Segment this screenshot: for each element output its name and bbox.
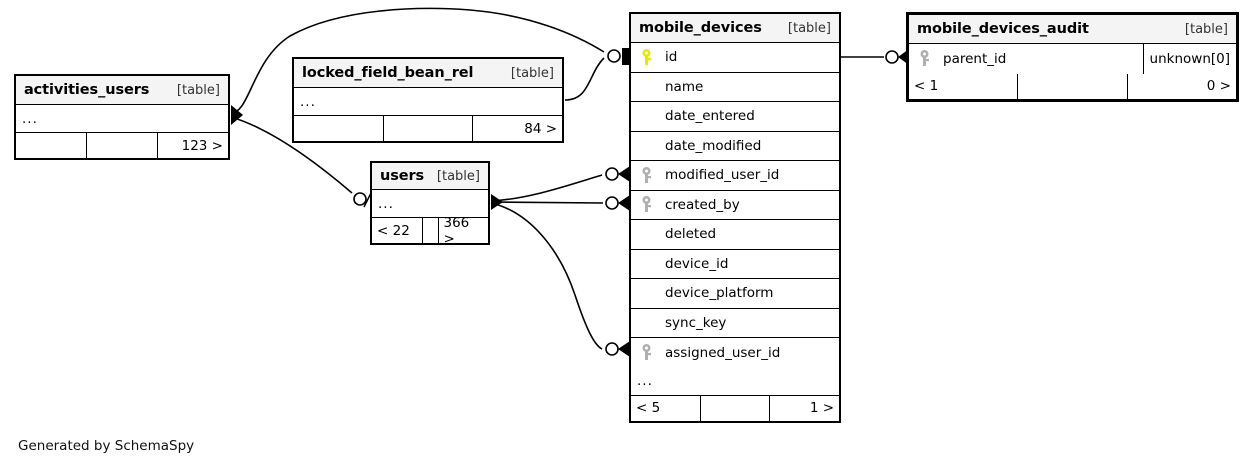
endpoint-circle-created-by — [605, 196, 619, 210]
table-footer-locked-field-bean-rel: 84 > — [294, 116, 562, 141]
column-name: date_modified — [665, 137, 762, 154]
column-row[interactable]: assigned_user_id — [631, 338, 839, 368]
footer-right: 366 > — [443, 214, 470, 247]
foreign-key-icon — [631, 344, 661, 361]
foreign-key-icon — [631, 166, 661, 184]
table-name: activities_users — [24, 82, 150, 98]
column-name: sync_key — [665, 314, 727, 331]
table-ellipsis-row: ... — [16, 105, 228, 133]
column-name: modified_user_id — [665, 167, 780, 184]
column-name: name — [665, 78, 704, 95]
endpoint-circle-audit-parent-id — [885, 50, 899, 64]
column-row[interactable]: device_id — [631, 250, 839, 279]
column-row[interactable]: parent_id unknown[0] — [909, 44, 1236, 74]
table-name: mobile_devices — [639, 20, 762, 36]
foreign-key-icon — [631, 196, 661, 213]
footer-left: < 5 — [631, 395, 701, 421]
table-ellipsis-row: ... — [294, 88, 562, 116]
column-name: date_entered — [665, 108, 755, 125]
column-row[interactable]: sync_key — [631, 309, 839, 338]
table-header-activities-users: activities_users [table] — [16, 76, 228, 105]
column-name: created_by — [665, 196, 740, 213]
endpoint-circle-users-left — [353, 192, 367, 206]
crowfoot-users-right — [491, 194, 503, 210]
table-header-users: users [table] — [372, 163, 488, 190]
footer-left: < 22 — [372, 218, 423, 243]
table-name: users — [380, 168, 425, 184]
footer-middle — [423, 218, 439, 243]
column-row[interactable]: name — [631, 73, 839, 102]
footer-middle — [1018, 73, 1128, 99]
table-header-locked-field-bean-rel: locked_field_bean_rel [table] — [294, 59, 562, 88]
footer-right: 0 > — [1206, 78, 1231, 94]
table-ellipsis-row: ... — [631, 368, 839, 396]
table-users[interactable]: users [table] ... < 22 366 > — [370, 161, 490, 247]
footer-right: 1 > — [809, 400, 835, 416]
footer-middle — [384, 116, 474, 141]
edge-users-to-created-by — [490, 201, 604, 204]
footer-middle — [701, 395, 771, 421]
table-footer-mobile-devices-audit: < 1 0 > — [909, 73, 1236, 99]
column-name: device_platform — [665, 285, 774, 302]
footer-left — [294, 116, 384, 141]
column-name: device_id — [665, 255, 729, 272]
column-name: assigned_user_id — [665, 344, 781, 361]
column-row[interactable]: date_modified — [631, 132, 839, 161]
table-kind-label: [table] — [510, 65, 554, 81]
endpoint-bar-id — [622, 48, 629, 65]
table-kind-label: [table] — [436, 168, 480, 184]
column-row[interactable]: modified_user_id — [631, 161, 839, 191]
column-type: unknown[0] — [1142, 44, 1236, 74]
table-header-mobile-devices-audit: mobile_devices_audit [table] — [909, 15, 1236, 44]
footer-middle — [87, 133, 158, 158]
edge-users-to-modified-user-id — [490, 174, 603, 202]
endpoint-circle-id — [607, 49, 621, 63]
table-mobile-devices[interactable]: mobile_devices [table] id name date_entere… — [629, 12, 841, 423]
column-row[interactable]: deleted — [631, 220, 839, 250]
edge-users-to-assigned-user-id — [490, 202, 603, 350]
endpoint-circle-assigned-user-id — [605, 342, 619, 356]
column-name: deleted — [665, 226, 717, 243]
table-footer-activities-users: 123 > — [16, 133, 228, 158]
table-name: locked_field_bean_rel — [302, 65, 474, 81]
table-kind-label: [table] — [1184, 21, 1228, 37]
primary-key-icon — [631, 48, 661, 66]
table-ellipsis-row: ... — [372, 190, 488, 218]
table-header-mobile-devices: mobile_devices [table] — [631, 14, 839, 43]
table-name: mobile_devices_audit — [917, 21, 1089, 37]
table-kind-label: [table] — [176, 82, 220, 98]
table-kind-label: [table] — [787, 20, 831, 36]
table-columns-mobile-devices-audit: parent_id unknown[0] — [909, 44, 1236, 74]
footer-left: < 1 — [909, 73, 1019, 99]
table-columns-mobile-devices: id name date_entered date_modified modified_… — [631, 43, 839, 368]
table-locked-field-bean-rel[interactable]: locked_field_bean_rel [table] ... 84 > — [292, 57, 564, 143]
foreign-key-icon — [909, 50, 939, 67]
column-name: id — [665, 49, 678, 66]
generator-credit: Generated by SchemaSpy — [18, 438, 195, 454]
footer-right: 123 > — [181, 137, 223, 154]
table-footer-mobile-devices: < 5 1 > — [631, 395, 839, 421]
table-activities-users[interactable]: activities_users [table] ... 123 > — [14, 74, 230, 160]
crowfoot-activities-users — [231, 105, 243, 125]
table-mobile-devices-audit[interactable]: mobile_devices_audit [table] parent_id un… — [906, 12, 1239, 102]
column-row[interactable]: id — [631, 43, 839, 73]
column-row[interactable]: created_by — [631, 191, 839, 220]
edge-locked-field-bean-rel-to-mobile-devices — [564, 57, 605, 101]
endpoint-circle-modified-user-id — [605, 167, 619, 181]
column-row[interactable]: date_entered — [631, 102, 839, 132]
column-row[interactable]: device_platform — [631, 279, 839, 309]
footer-left — [16, 133, 87, 158]
column-name: parent_id — [943, 50, 1007, 67]
footer-right: 84 > — [524, 120, 558, 137]
table-footer-users: < 22 366 > — [372, 214, 488, 247]
